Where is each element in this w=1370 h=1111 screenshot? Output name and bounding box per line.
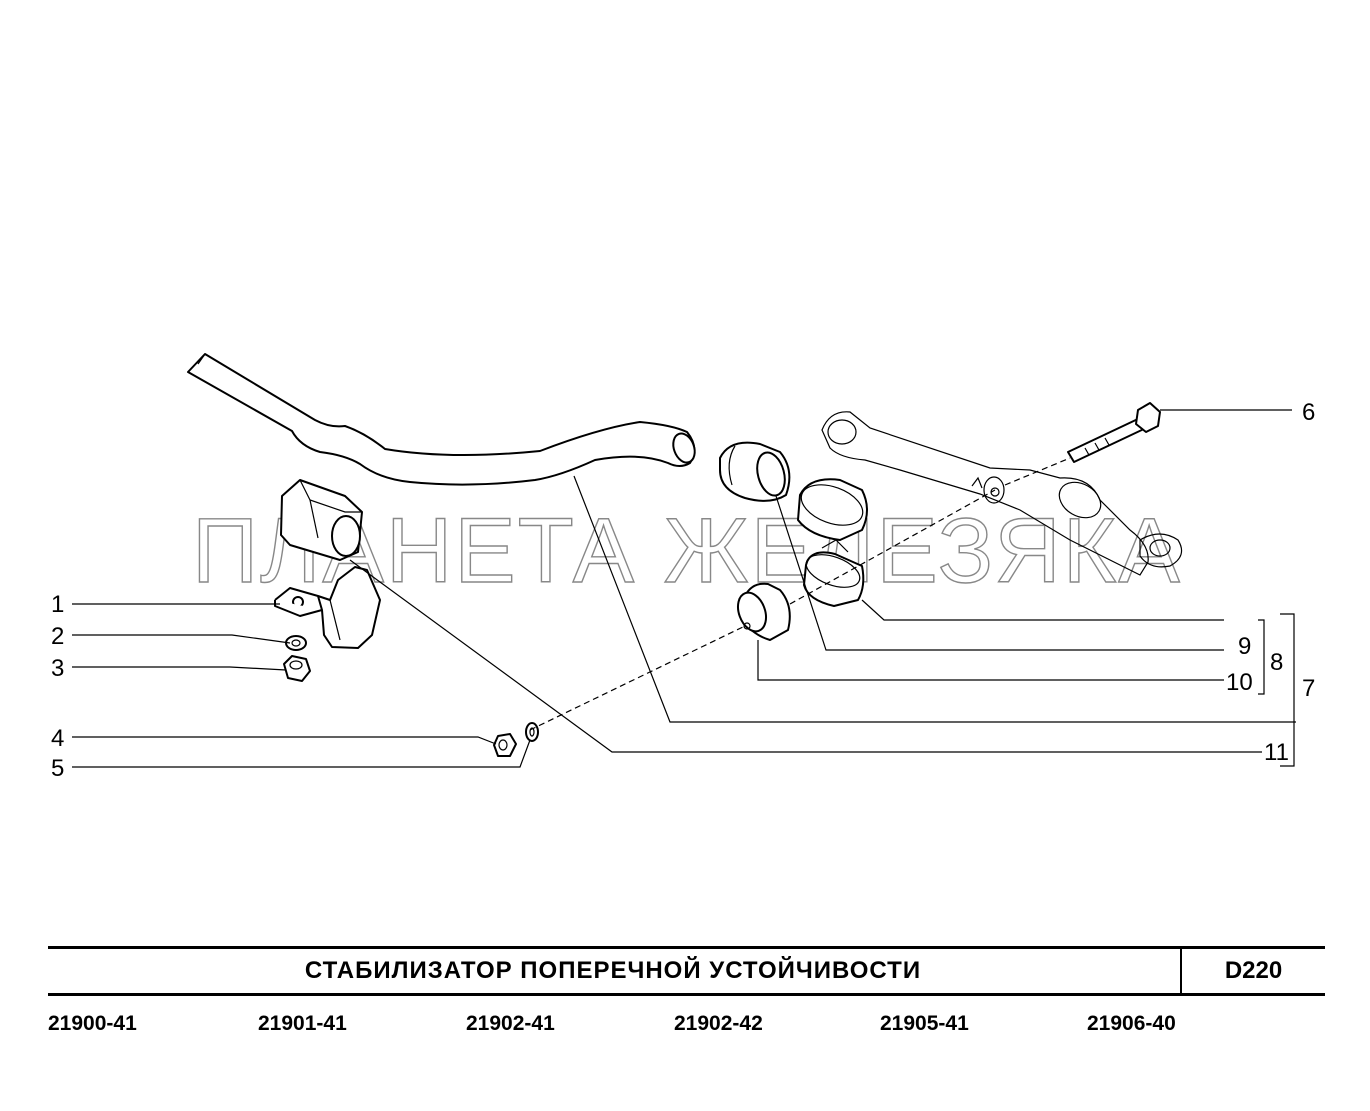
control-arm bbox=[821, 411, 1183, 576]
bushing-part-10 bbox=[736, 582, 791, 641]
model-code: 21902-41 bbox=[466, 1012, 555, 1035]
title-block: СТАБИЛИЗАТОР ПОПЕРЕЧНОЙ УСТОЙЧИВОСТИ D22… bbox=[48, 946, 1325, 996]
stabilizer-bar bbox=[187, 353, 696, 486]
washer-hole-icon bbox=[529, 727, 535, 737]
washer-part-5 bbox=[525, 722, 539, 742]
assembly-axis bbox=[529, 457, 1071, 731]
callout-11: 11 bbox=[1264, 739, 1289, 766]
diagram-code: D220 bbox=[1224, 957, 1283, 984]
model-code: 21901-41 bbox=[258, 1012, 347, 1035]
bushing-upper bbox=[719, 441, 791, 502]
bolt-part-6 bbox=[1067, 402, 1161, 463]
callout-8: 8 bbox=[1270, 649, 1283, 676]
washer-hole-icon bbox=[291, 639, 301, 647]
callout-5: 5 bbox=[51, 755, 64, 782]
model-code: 21905-41 bbox=[880, 1012, 969, 1035]
model-list: 21900-41 21901-41 21902-41 21902-42 2190… bbox=[48, 1012, 1325, 1042]
callout-2: 2 bbox=[51, 623, 64, 650]
callout-9: 9 bbox=[1238, 633, 1251, 660]
diagram-title: СТАБИЛИЗАТОР ПОПЕРЕЧНОЙ УСТОЙЧИВОСТИ bbox=[304, 957, 922, 984]
leader-lines bbox=[72, 409, 1296, 768]
cushion-part-11 bbox=[280, 479, 363, 561]
model-code: 21902-42 bbox=[674, 1012, 763, 1035]
callout-1: 1 bbox=[51, 591, 64, 618]
title-divider bbox=[1180, 949, 1182, 993]
callout-3: 3 bbox=[51, 655, 64, 682]
bracket-part-1 bbox=[274, 566, 381, 649]
nut-part-4 bbox=[493, 733, 517, 757]
model-code: 21906-40 bbox=[1087, 1012, 1176, 1035]
callout-6: 6 bbox=[1302, 399, 1315, 426]
callout-10: 10 bbox=[1226, 669, 1253, 696]
callout-4: 4 bbox=[51, 725, 64, 752]
model-code: 21900-41 bbox=[48, 1012, 137, 1035]
callout-7: 7 bbox=[1302, 675, 1315, 702]
sleeve-part-9 bbox=[797, 478, 868, 541]
nut-part-3 bbox=[283, 655, 311, 682]
